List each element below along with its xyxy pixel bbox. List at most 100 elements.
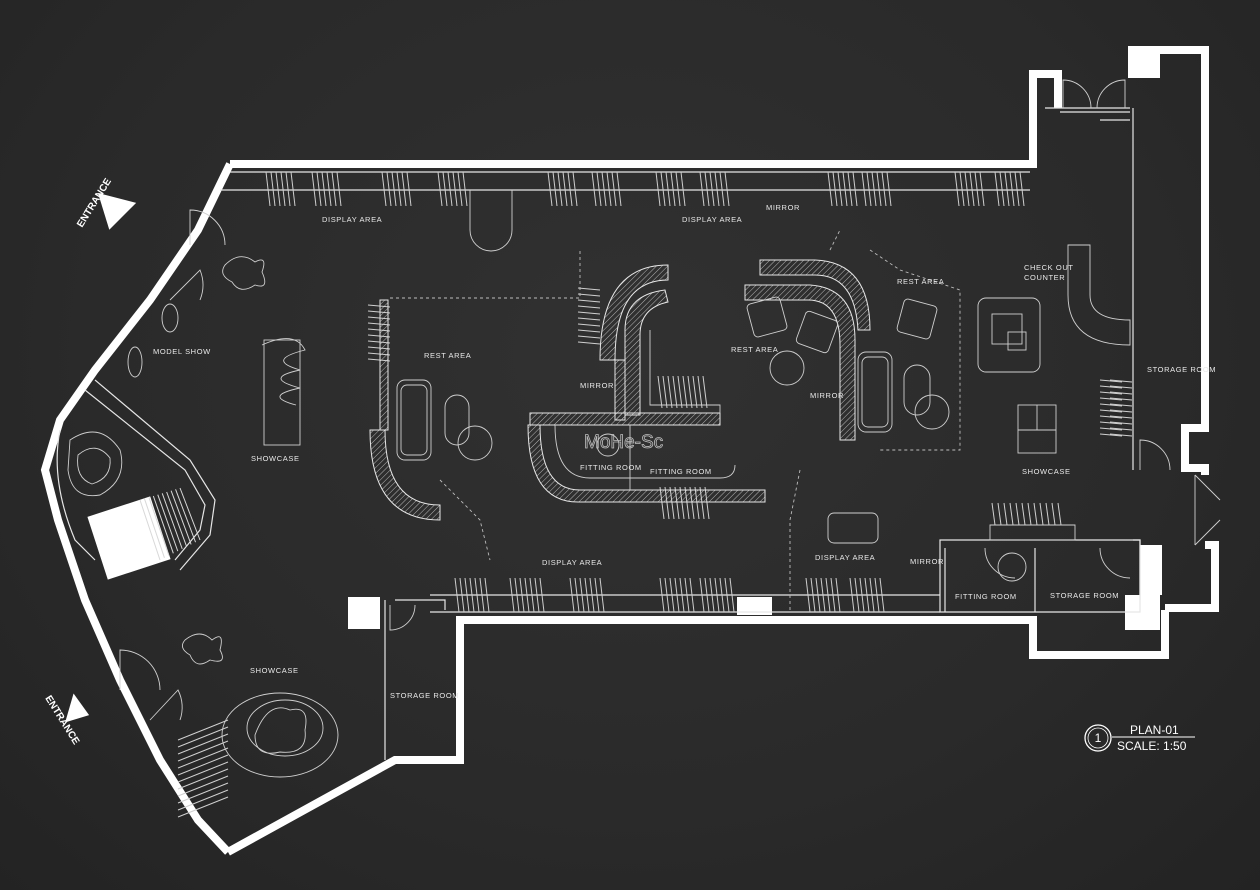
label-check-out: CHECK OUT: [1024, 263, 1074, 272]
hanger-tick: [1109, 385, 1133, 389]
hanger-tick: [954, 171, 960, 207]
outer-wall-right: [1130, 46, 1209, 475]
hanger-tick: [670, 171, 676, 207]
hanger-tick: [589, 577, 595, 613]
hanger-tick: [825, 577, 831, 613]
hanger-tick: [177, 754, 229, 776]
hanger-tick: [557, 171, 563, 207]
entrance-arrow-bottom: [65, 693, 90, 723]
column-bottom-center: [737, 597, 772, 615]
fitting-wall-curve: [527, 424, 766, 503]
stairs: [139, 487, 201, 561]
label-fitting-room-center: FITTING ROOM: [650, 467, 712, 476]
room-labels: DISPLAY AREA DISPLAY AREA MIRROR REST AR…: [153, 203, 1216, 700]
hanger-tick: [1109, 421, 1133, 425]
hanger-tick: [177, 747, 229, 769]
hanger-tick: [876, 171, 882, 207]
hanger-tick: [864, 577, 870, 613]
hanger-tick: [1099, 403, 1123, 407]
label-model-show: MODEL SHOW: [153, 347, 211, 356]
hanger-tick: [964, 171, 970, 207]
hanger-tick: [447, 171, 453, 207]
hanger-tick: [177, 719, 229, 741]
hanger-tick: [1099, 379, 1123, 383]
hanger-tick: [1109, 427, 1133, 431]
hanger-tick: [1109, 403, 1133, 407]
mannequin-3: [127, 346, 143, 378]
ottoman-rest-left: [444, 394, 470, 446]
fitting-stool: [997, 552, 1027, 582]
hanger-tick: [675, 171, 681, 207]
hanger-tick: [616, 171, 622, 207]
label-rest-area-left: REST AREA: [424, 351, 471, 360]
sofa-rest-left: [396, 379, 432, 461]
door-fitting-right: [984, 547, 1016, 579]
label-storage-room-right: STORAGE ROOM: [1147, 365, 1216, 374]
hanger-tick: [594, 577, 600, 613]
hanger-tick: [810, 577, 816, 613]
model-figures: [67, 256, 339, 778]
hanger-tick: [577, 299, 601, 303]
hanger-tick: [714, 577, 720, 613]
hanger-tick: [577, 335, 601, 339]
hanger-tick: [704, 577, 710, 613]
hanger-tick: [815, 577, 821, 613]
hanger-tick: [452, 171, 458, 207]
hanger-tick: [704, 171, 710, 207]
hanger-tick: [1099, 421, 1123, 425]
door-top-right-a: [1062, 79, 1092, 109]
stair-tread: [143, 498, 165, 558]
hanger-tick: [1015, 502, 1020, 526]
hanger-tick: [1109, 433, 1133, 437]
stair-tread: [166, 491, 188, 547]
hanger-tick: [1099, 409, 1123, 413]
hanger-tick: [659, 577, 665, 613]
hanger-tick: [655, 171, 661, 207]
label-display-area-top-right: DISPLAY AREA: [682, 215, 742, 224]
label-storage-room-left: STORAGE ROOM: [390, 691, 459, 700]
hanger-tick: [684, 577, 690, 613]
hanger-tick: [316, 171, 322, 207]
hanger-tick: [401, 171, 407, 207]
hanger-tick: [569, 577, 575, 613]
hanger-tick: [1109, 409, 1133, 413]
hanger-tick: [611, 171, 617, 207]
hanger-tick: [442, 171, 448, 207]
label-showcase-bottom: SHOWCASE: [250, 666, 299, 675]
hanger-tick: [1099, 415, 1123, 419]
hanger-tick: [660, 171, 666, 207]
hanger-tick: [509, 577, 515, 613]
hanger-tick: [677, 375, 683, 409]
hanger-tick: [692, 375, 698, 409]
hanger-tick: [679, 577, 685, 613]
armchair-3: [896, 298, 938, 340]
stair-tread: [161, 493, 183, 550]
hanger-tick: [674, 577, 680, 613]
hanger-tick: [552, 171, 558, 207]
checkout-desk: [1067, 244, 1131, 346]
hanger-tick: [702, 375, 708, 409]
outer-wall-right-bottom: [1165, 541, 1219, 612]
hanger-tick: [969, 171, 975, 207]
hanger-tick: [879, 577, 885, 613]
stair-tread: [139, 499, 161, 561]
hanger-tick: [381, 171, 387, 207]
hanger-tick: [599, 577, 605, 613]
hanger-tick: [386, 171, 392, 207]
hanger-tick: [577, 323, 601, 327]
hanger-tick: [979, 171, 985, 207]
mannequin-1: [222, 256, 266, 290]
hanger-tick: [275, 171, 281, 207]
hanger-tick: [689, 577, 695, 613]
stair-tread: [157, 494, 179, 552]
hanger-tick: [1057, 502, 1062, 526]
label-counter: COUNTER: [1024, 273, 1065, 282]
doors: [119, 79, 1221, 721]
hanger-tick: [177, 768, 229, 790]
hanger-tick: [591, 171, 597, 207]
hanger-tick: [567, 171, 573, 207]
watermark: MoHe-Sc: [584, 432, 663, 453]
table-rest-middle: [769, 350, 805, 386]
column-right-mid: [1140, 545, 1162, 595]
hanger-tick: [331, 171, 337, 207]
